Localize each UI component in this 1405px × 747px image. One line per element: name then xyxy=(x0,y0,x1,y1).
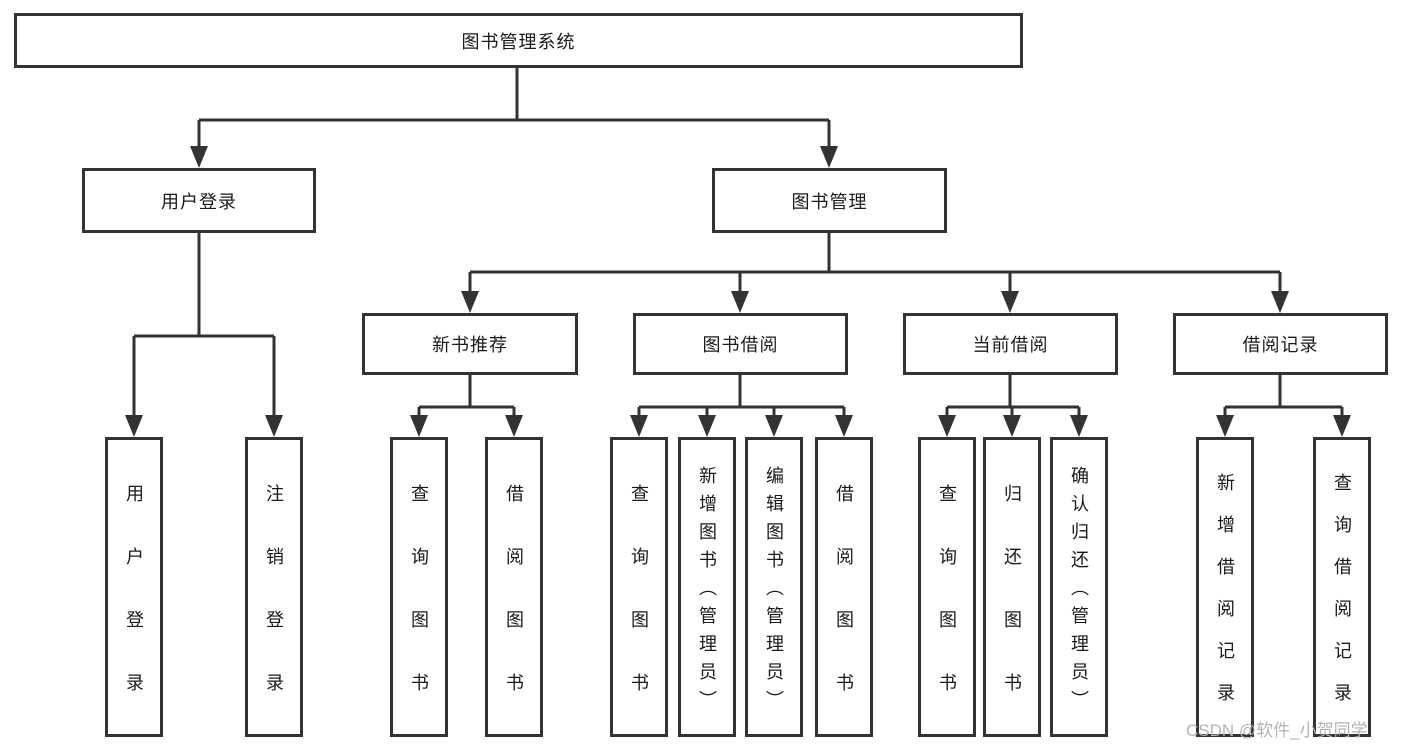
leaf-return-books-label: 归还图书 xyxy=(1002,483,1022,736)
leaf-user-login: 用户登录 xyxy=(105,437,163,737)
leaf-logout-label: 注销登录 xyxy=(264,483,284,736)
node-book-management: 图书管理 xyxy=(712,168,947,233)
leaf-add-books-admin: 新增图书（管理员） xyxy=(678,437,736,737)
leaf-query-borrow-record-label: 查询借阅记录 xyxy=(1332,473,1352,725)
node-library-system-label: 图书管理系统 xyxy=(461,31,576,52)
leaf-borrow-books-recommend-label: 借阅图书 xyxy=(504,483,524,736)
watermark: CSDN @软件_小贺同学 xyxy=(1186,721,1368,740)
node-book-borrowing: 图书借阅 xyxy=(633,313,848,375)
node-book-management-label: 图书管理 xyxy=(791,191,868,212)
leaf-user-login-label: 用户登录 xyxy=(124,483,144,736)
leaf-borrow-books: 借阅图书 xyxy=(815,437,873,737)
leaf-query-books-recommend: 查询图书 xyxy=(390,437,448,737)
leaf-edit-books-admin-label: 编辑图书（管理员） xyxy=(764,466,784,718)
leaf-query-books-current: 查询图书 xyxy=(918,437,976,737)
leaf-query-books-borrow: 查询图书 xyxy=(610,437,668,737)
leaf-confirm-return-admin: 确认归还（管理员） xyxy=(1050,437,1108,737)
leaf-add-books-admin-label: 新增图书（管理员） xyxy=(697,466,717,718)
leaf-query-borrow-record: 查询借阅记录 xyxy=(1313,437,1371,737)
node-user-login: 用户登录 xyxy=(82,168,316,233)
leaf-logout: 注销登录 xyxy=(245,437,303,737)
leaf-edit-books-admin: 编辑图书（管理员） xyxy=(745,437,803,737)
node-library-system: 图书管理系统 xyxy=(14,13,1023,68)
node-current-borrowing: 当前借阅 xyxy=(903,313,1118,375)
leaf-add-borrow-record: 新增借阅记录 xyxy=(1196,437,1254,737)
leaf-borrow-books-label: 借阅图书 xyxy=(834,483,854,736)
node-book-borrowing-label: 图书借阅 xyxy=(702,335,779,355)
leaf-borrow-books-recommend: 借阅图书 xyxy=(485,437,543,737)
leaf-query-books-borrow-label: 查询图书 xyxy=(629,483,649,736)
leaf-confirm-return-admin-label: 确认归还（管理员） xyxy=(1069,466,1089,718)
leaf-query-books-current-label: 查询图书 xyxy=(937,483,957,736)
leaf-return-books: 归还图书 xyxy=(983,437,1041,737)
node-borrowing-records: 借阅记录 xyxy=(1173,313,1388,375)
arrowheads xyxy=(125,146,1351,437)
node-new-book-recommendation: 新书推荐 xyxy=(362,313,578,375)
node-current-borrowing-label: 当前借阅 xyxy=(972,335,1049,355)
node-borrowing-records-label: 借阅记录 xyxy=(1242,335,1319,355)
leaf-add-borrow-record-label: 新增借阅记录 xyxy=(1215,473,1235,725)
node-new-book-recommendation-label: 新书推荐 xyxy=(432,335,508,355)
node-user-login-label: 用户登录 xyxy=(161,191,237,212)
leaf-query-books-recommend-label: 查询图书 xyxy=(409,483,429,736)
